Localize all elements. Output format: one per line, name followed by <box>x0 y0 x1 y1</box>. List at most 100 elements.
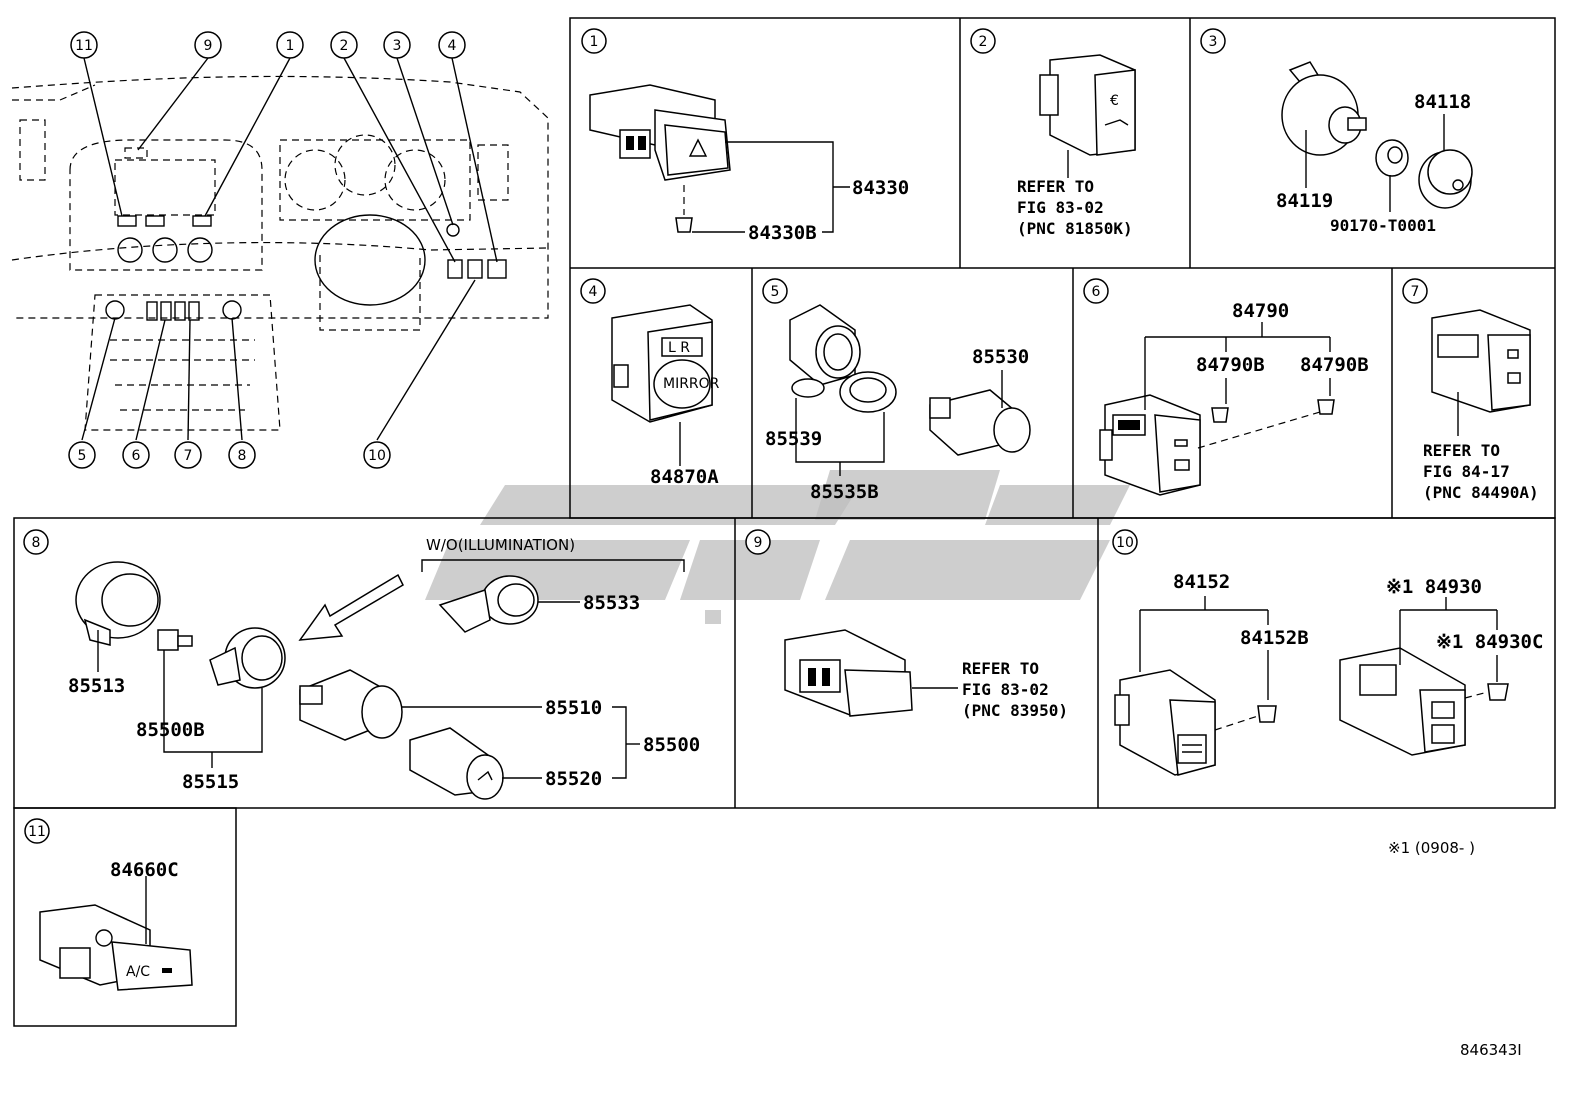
svg-text:L R: L R <box>668 340 690 356</box>
dimmer-switch-84119 <box>1281 61 1367 156</box>
svg-text:6: 6 <box>132 448 141 464</box>
svg-text:85520: 85520 <box>545 768 602 790</box>
lighter-85520 <box>409 727 504 800</box>
panel-10: 10 84152 84152B ※1 84930 <box>1112 529 1543 776</box>
svg-text:85513: 85513 <box>68 675 125 697</box>
svg-text:€: € <box>1110 93 1119 109</box>
svg-text:(PNC 84490A): (PNC 84490A) <box>1423 483 1539 502</box>
socket-85510 <box>299 669 403 741</box>
svg-text:8: 8 <box>32 535 41 551</box>
svg-text:85533: 85533 <box>583 592 640 614</box>
drawing-id: 846343I <box>1460 1041 1522 1059</box>
svg-text:MIRROR: MIRROR <box>663 376 720 392</box>
knob-84118 <box>1418 149 1473 209</box>
outlet-85530 <box>929 389 1031 456</box>
switch-84790 <box>1099 394 1201 496</box>
svg-text:85515: 85515 <box>182 771 239 793</box>
svg-text:6: 6 <box>1092 284 1101 300</box>
svg-text:W/O(ILLUMINATION): W/O(ILLUMINATION) <box>426 536 575 554</box>
svg-text:※1 84930: ※1 84930 <box>1386 576 1482 598</box>
svg-text:9: 9 <box>204 38 213 54</box>
svg-text:FIG 84-17: FIG 84-17 <box>1423 462 1510 481</box>
switch-84930 <box>1339 647 1466 756</box>
svg-text:A/C: A/C <box>126 964 150 980</box>
svg-text:10: 10 <box>1116 535 1134 551</box>
dashboard-overview <box>11 57 549 441</box>
svg-text:10: 10 <box>368 448 386 464</box>
svg-text:84330B: 84330B <box>748 222 817 244</box>
svg-text:84118: 84118 <box>1414 91 1471 113</box>
switch-84152 <box>1114 669 1216 776</box>
switch-2: € <box>1039 54 1136 156</box>
svg-text:4: 4 <box>589 284 598 300</box>
outlet-lid <box>839 371 897 413</box>
panel-2: 2 € REFER TO FIG 83-02 (PNC 81850K) <box>970 28 1136 238</box>
svg-text:84152B: 84152B <box>1240 627 1309 649</box>
svg-text:84152: 84152 <box>1173 571 1230 593</box>
svg-text:84119: 84119 <box>1276 190 1333 212</box>
svg-text:84790B: 84790B <box>1300 354 1369 376</box>
svg-text:85539: 85539 <box>765 428 822 450</box>
panel-1: 1 84330 84330B <box>581 28 909 244</box>
svg-text:84330: 84330 <box>852 177 909 199</box>
svg-text:(PNC 81850K): (PNC 81850K) <box>1017 219 1133 238</box>
panel-7: 7 REFER TO FIG 84-17 (PNC 84490A) <box>1402 278 1539 502</box>
direction-arrow <box>298 573 404 641</box>
svg-text:5: 5 <box>771 284 780 300</box>
ac-switch: A/C <box>39 904 193 991</box>
svg-text:84870A: 84870A <box>650 466 719 488</box>
svg-text:84790: 84790 <box>1232 300 1289 322</box>
ring-85513 <box>75 561 161 646</box>
switch-9 <box>784 629 913 717</box>
svg-text:11: 11 <box>75 38 93 54</box>
svg-text:1: 1 <box>590 34 599 50</box>
svg-text:3: 3 <box>393 38 402 54</box>
svg-text:85510: 85510 <box>545 697 602 719</box>
svg-text:※1 84930C: ※1 84930C <box>1436 631 1543 653</box>
panel-5: 5 85530 85539 85535B <box>762 278 1031 503</box>
svg-text:9: 9 <box>754 535 763 551</box>
panel-8: 8 W/O(ILLUMINATION) 85513 85500B 85515 <box>23 529 700 800</box>
svg-text:85500: 85500 <box>643 734 700 756</box>
svg-text:84660C: 84660C <box>110 859 179 881</box>
svg-text:85535B: 85535B <box>810 481 879 503</box>
switch-7 <box>1431 309 1531 413</box>
power-outlet-socket <box>789 304 861 386</box>
svg-text:(PNC 83950): (PNC 83950) <box>962 701 1068 720</box>
svg-text:REFER TO: REFER TO <box>1017 177 1094 196</box>
svg-text:85500B: 85500B <box>136 719 205 741</box>
svg-text:4: 4 <box>448 38 457 54</box>
svg-text:7: 7 <box>184 448 193 464</box>
svg-text:REFER TO: REFER TO <box>962 659 1039 678</box>
svg-text:5: 5 <box>78 448 87 464</box>
knob-spacer-90170 <box>1375 139 1409 177</box>
svg-text:85530: 85530 <box>972 346 1029 368</box>
panel-borders <box>13 17 1556 1027</box>
panel-6: 6 84790 84790B 84790B <box>1083 278 1369 496</box>
panel-11: 11 A/C 84660C <box>24 818 193 991</box>
svg-text:2: 2 <box>979 34 988 50</box>
svg-text:8: 8 <box>238 448 247 464</box>
ring-85533 <box>438 575 539 633</box>
panel-9: 9 REFER TO FIG 83-02 (PNC 83950) <box>745 529 1068 720</box>
svg-text:FIG 83-02: FIG 83-02 <box>962 680 1049 699</box>
svg-text:FIG 83-02: FIG 83-02 <box>1017 198 1104 217</box>
svg-text:2: 2 <box>340 38 349 54</box>
svg-text:90170-T0001: 90170-T0001 <box>1330 216 1436 235</box>
svg-text:REFER TO: REFER TO <box>1423 441 1500 460</box>
svg-text:1: 1 <box>286 38 295 54</box>
footnote: ※1 (0908- ) <box>1388 839 1475 857</box>
svg-text:11: 11 <box>28 824 46 840</box>
watermark-logo <box>425 470 1130 624</box>
panel-4: 4 L R MIRROR 84870A <box>580 278 720 488</box>
hazard-switch <box>589 84 731 181</box>
mirror-switch: L R MIRROR <box>611 304 720 423</box>
svg-text:7: 7 <box>1411 284 1420 300</box>
ring-85515 <box>209 627 286 689</box>
svg-text:84790B: 84790B <box>1196 354 1265 376</box>
bulb-85500B <box>157 629 193 651</box>
overview-callouts: 11 9 1 2 3 4 5 6 7 8 10 <box>68 31 466 469</box>
panel-3: 3 84118 84119 90170-T0001 <box>1200 28 1473 235</box>
svg-text:3: 3 <box>1209 34 1218 50</box>
